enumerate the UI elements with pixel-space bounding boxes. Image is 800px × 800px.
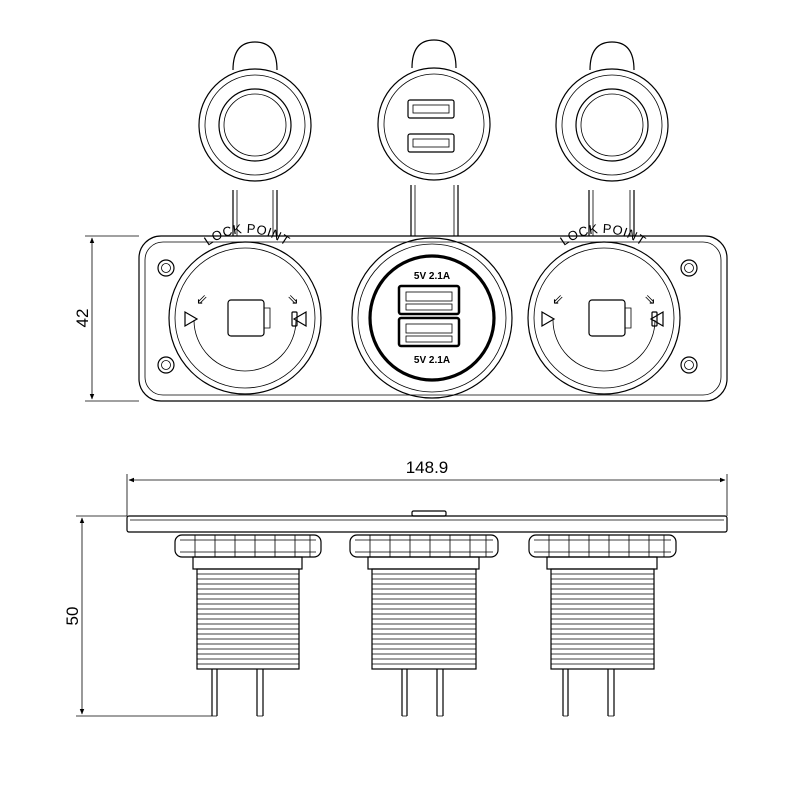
width-value: 148.9 bbox=[406, 458, 449, 477]
left-cigarette-socket: LOCK POINT ⇙ ⇘ bbox=[168, 41, 322, 395]
side-socket-right bbox=[528, 534, 677, 717]
arrow-left-icon: ⇙ bbox=[552, 291, 564, 307]
width-dimension: 148.9 bbox=[126, 458, 728, 516]
arrow-right-icon: ⇘ bbox=[287, 291, 299, 307]
front-height-value: 42 bbox=[73, 309, 92, 328]
side-height-dimension: 50 bbox=[63, 515, 212, 717]
mount-hole bbox=[157, 259, 175, 277]
usb-charger-socket: 5V 2.1A 5V 2.1A bbox=[351, 39, 513, 399]
triangle-right-icon bbox=[292, 310, 307, 328]
side-height-value: 50 bbox=[63, 607, 82, 626]
right-socket-cap bbox=[555, 41, 669, 182]
right-lock-point-label: LOCK POINT bbox=[557, 221, 648, 249]
usb-bottom-rating-label: 5V 2.1A bbox=[414, 355, 450, 366]
side-socket-middle bbox=[349, 534, 499, 717]
mount-hole bbox=[680, 356, 698, 374]
svg-text:LOCK POINT: LOCK POINT bbox=[201, 221, 293, 249]
usb-top-rating-label: 5V 2.1A bbox=[414, 271, 450, 282]
side-plate bbox=[126, 515, 728, 533]
arrow-left-icon: ⇙ bbox=[196, 291, 208, 307]
triangle-left-icon bbox=[541, 310, 556, 328]
triangle-left-icon bbox=[184, 310, 199, 328]
front-height-dimension: 42 bbox=[73, 235, 139, 402]
front-plate bbox=[138, 235, 728, 402]
svg-text:LOCK POINT: LOCK POINT bbox=[557, 221, 649, 249]
side-view: 148.9 bbox=[63, 458, 728, 717]
usb-socket-cap bbox=[377, 39, 491, 181]
front-plate-inner bbox=[144, 241, 722, 396]
usb-port-icon bbox=[397, 316, 461, 348]
arrow-right-icon: ⇘ bbox=[644, 291, 656, 307]
side-socket-left bbox=[174, 534, 322, 717]
right-cigarette-socket: LOCK POINT ⇙ ⇘ bbox=[527, 41, 681, 395]
left-lock-point-label: LOCK POINT bbox=[201, 221, 292, 249]
left-socket-cap bbox=[198, 41, 312, 182]
mount-hole bbox=[680, 259, 698, 277]
usb-port-icon bbox=[397, 284, 461, 316]
mount-hole bbox=[157, 356, 175, 374]
front-view: LOCK POINT ⇙ ⇘ bbox=[73, 39, 728, 402]
